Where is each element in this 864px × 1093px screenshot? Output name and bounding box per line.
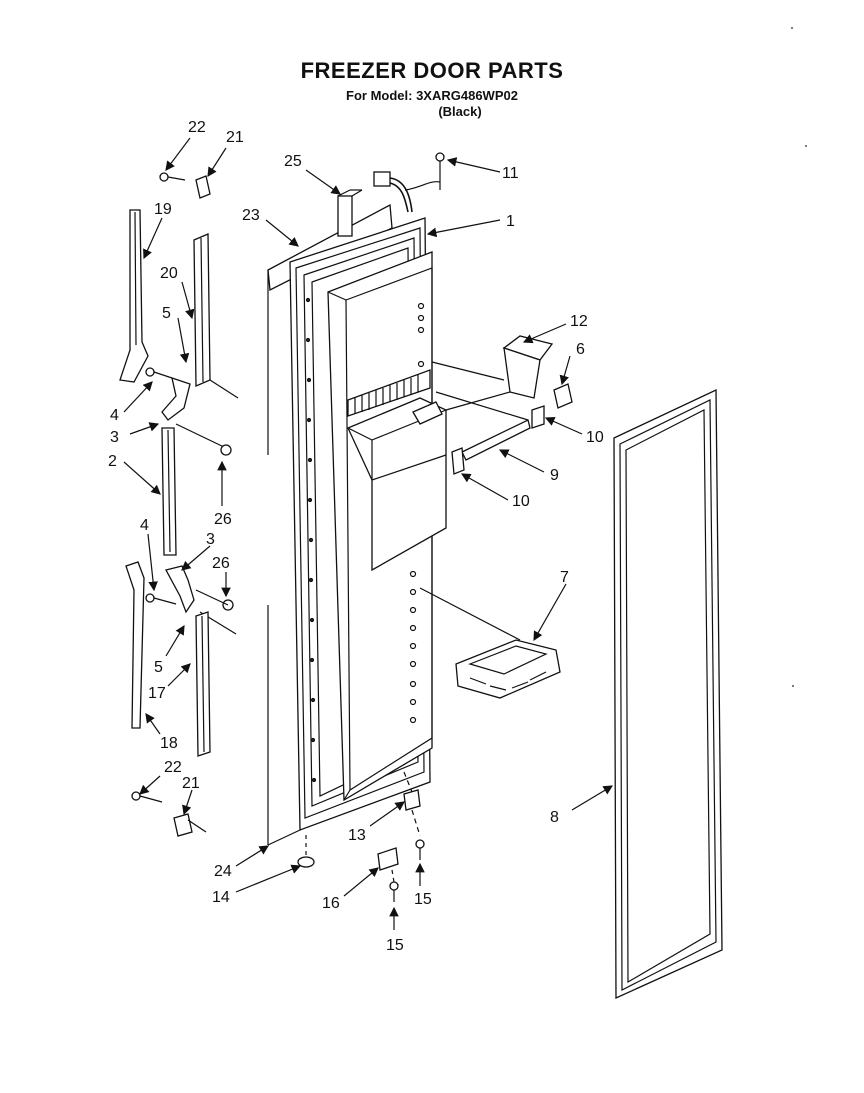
lower-hinge (145, 565, 237, 635)
callout-1: 1 (506, 213, 515, 230)
bumper-14 (297, 835, 315, 868)
wire-harness (373, 171, 441, 213)
screw-15-lower (389, 881, 399, 902)
callout-23: 23 (242, 207, 260, 224)
callout-26-lower: 26 (212, 555, 230, 572)
callout-6: 6 (576, 341, 585, 358)
callout-10-upper: 10 (586, 429, 604, 446)
callout-21-top: 21 (226, 129, 244, 146)
trim-19 (119, 209, 149, 383)
callout-5-upper: 5 (162, 305, 171, 322)
rail-9 (435, 391, 531, 461)
color-label: (Black) (438, 104, 482, 119)
callout-labels: 22 21 25 11 19 23 1 20 5 12 6 4 3 10 2 9… (108, 119, 604, 954)
callout-14: 14 (212, 889, 230, 906)
page-title: FREEZER DOOR PARTS (300, 58, 564, 83)
ice-chute-12 (431, 335, 554, 411)
callout-2: 2 (108, 453, 117, 470)
screw-22-top (159, 172, 186, 182)
bracket-6 (553, 383, 573, 409)
callout-11: 11 (502, 165, 519, 182)
callout-18: 18 (160, 735, 178, 752)
leader-lines (123, 137, 614, 930)
trim-18 (125, 561, 145, 729)
callout-3-upper: 3 (110, 429, 119, 446)
callout-4-upper: 4 (110, 407, 119, 424)
callout-19: 19 (154, 201, 172, 218)
callout-15-right: 15 (414, 891, 432, 908)
callout-8: 8 (550, 809, 559, 826)
screw-15-right (415, 839, 425, 860)
callout-22-top: 22 (188, 119, 206, 136)
callout-13: 13 (348, 827, 366, 844)
callout-5-lower: 5 (154, 659, 163, 676)
callout-16: 16 (322, 895, 340, 912)
callout-26-upper: 26 (214, 511, 232, 528)
callout-3-lower: 3 (206, 531, 215, 548)
bracket-21-bottom (173, 813, 207, 837)
bracket-16 (377, 847, 399, 883)
callout-10-lower: 10 (512, 493, 530, 510)
top-post (337, 189, 363, 237)
callout-9: 9 (550, 467, 559, 484)
bottom-hinge-13 (403, 771, 421, 837)
callout-24: 24 (214, 863, 232, 880)
clip-10-lower (451, 447, 465, 475)
callout-7: 7 (560, 569, 569, 586)
screw-26-lower (195, 589, 234, 611)
callout-20: 20 (160, 265, 178, 282)
callout-21-bottom: 21 (182, 775, 200, 792)
door-inner-box (327, 251, 447, 802)
door-gasket-8 (613, 388, 723, 1000)
upper-hinge (145, 367, 191, 421)
callout-25: 25 (284, 153, 302, 170)
clip-10-upper (531, 405, 545, 429)
screw-22-bottom (131, 791, 163, 803)
bracket-21-top (195, 175, 211, 199)
callout-4-lower: 4 (140, 517, 149, 534)
screw-11 (435, 152, 445, 190)
hinge-cover-20 (193, 233, 239, 399)
scan-specks (791, 27, 807, 687)
screw-26-upper (175, 423, 232, 456)
callout-15-lower: 15 (386, 937, 404, 954)
hinge-cover-17 (195, 611, 211, 757)
callout-22-bottom: 22 (164, 759, 182, 776)
callout-17: 17 (148, 685, 166, 702)
model-number: For Model: 3XARG486WP02 (346, 88, 518, 103)
seal-2 (161, 427, 177, 556)
door-bin-7 (419, 587, 561, 699)
callout-12: 12 (570, 313, 588, 330)
